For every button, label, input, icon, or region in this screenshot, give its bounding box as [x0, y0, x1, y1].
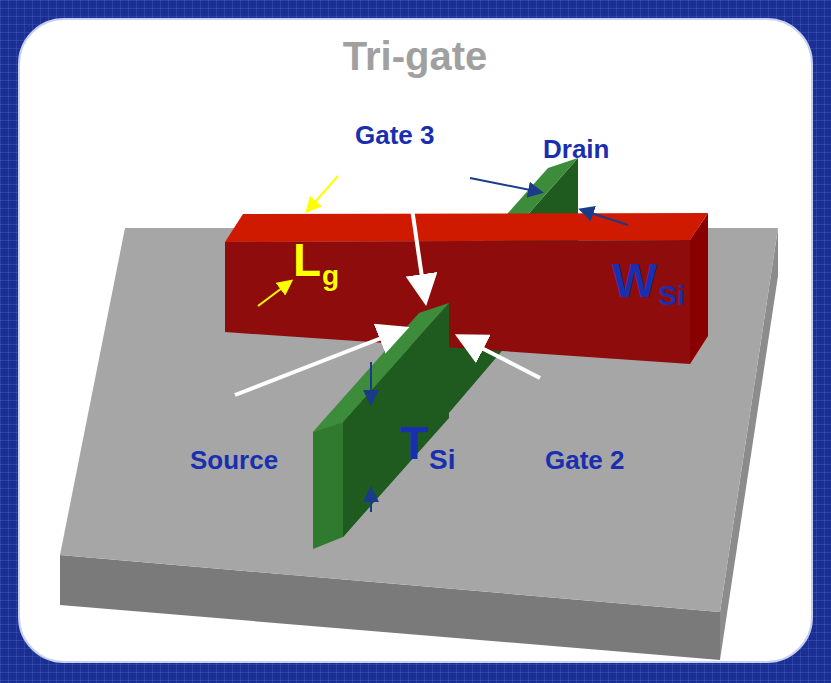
gate-label: Gate 3 [355, 122, 435, 148]
width-dimension [470, 178, 628, 225]
gate-pointers [235, 160, 540, 395]
dimension-subscript: Si [429, 446, 455, 474]
dimension-subscript: g [322, 262, 339, 290]
dimension-symbol: T [400, 420, 428, 466]
dimension-subscript: Si [658, 282, 684, 310]
terminal-label: Drain [543, 136, 609, 162]
terminal-label: Source [190, 447, 278, 473]
dimension-symbol: L [293, 237, 321, 283]
dimension-symbol: W [612, 257, 657, 305]
gate-label: Gate 2 [545, 447, 625, 473]
slide-title: Tri-gate [343, 36, 487, 76]
substrate [60, 228, 778, 660]
thickness-dimension [370, 362, 372, 512]
